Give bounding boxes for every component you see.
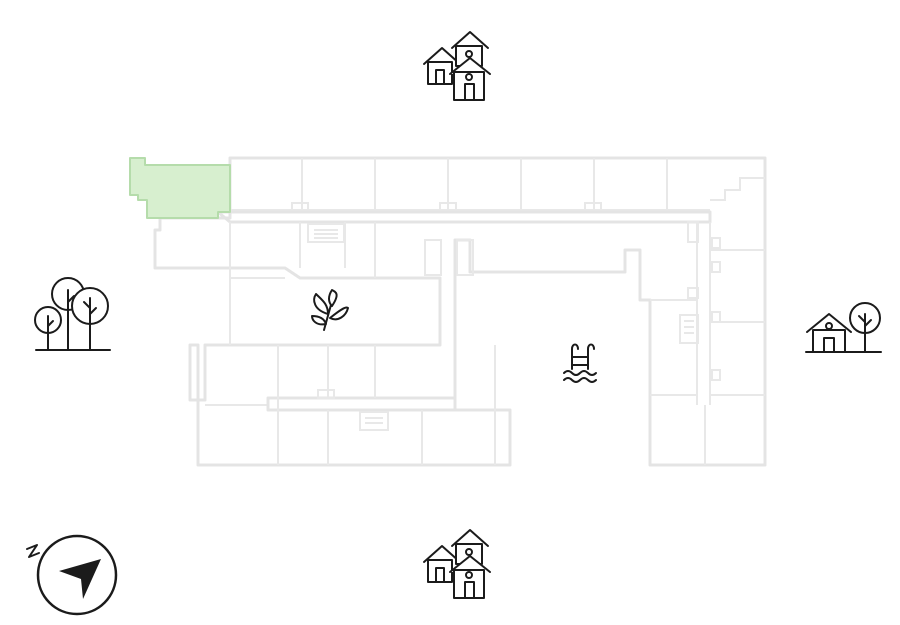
east-wing-units — [650, 177, 765, 465]
south-wing-units — [205, 345, 496, 465]
house-with-tree-icon — [805, 302, 882, 353]
building-outline — [153, 156, 767, 467]
trees-icon — [34, 277, 111, 351]
houses-icon-south — [423, 529, 491, 599]
corridor — [216, 210, 712, 224]
west-wing-units — [229, 222, 474, 345]
floor-plan — [129, 156, 767, 467]
compass-icon[interactable] — [26, 534, 118, 616]
houses-icon-north — [423, 31, 491, 101]
north-wing-units — [230, 158, 710, 212]
selected-unit-highlight[interactable] — [129, 157, 231, 219]
pool-icon — [563, 343, 597, 383]
plant-icon — [311, 289, 349, 331]
north-marker — [26, 544, 40, 558]
